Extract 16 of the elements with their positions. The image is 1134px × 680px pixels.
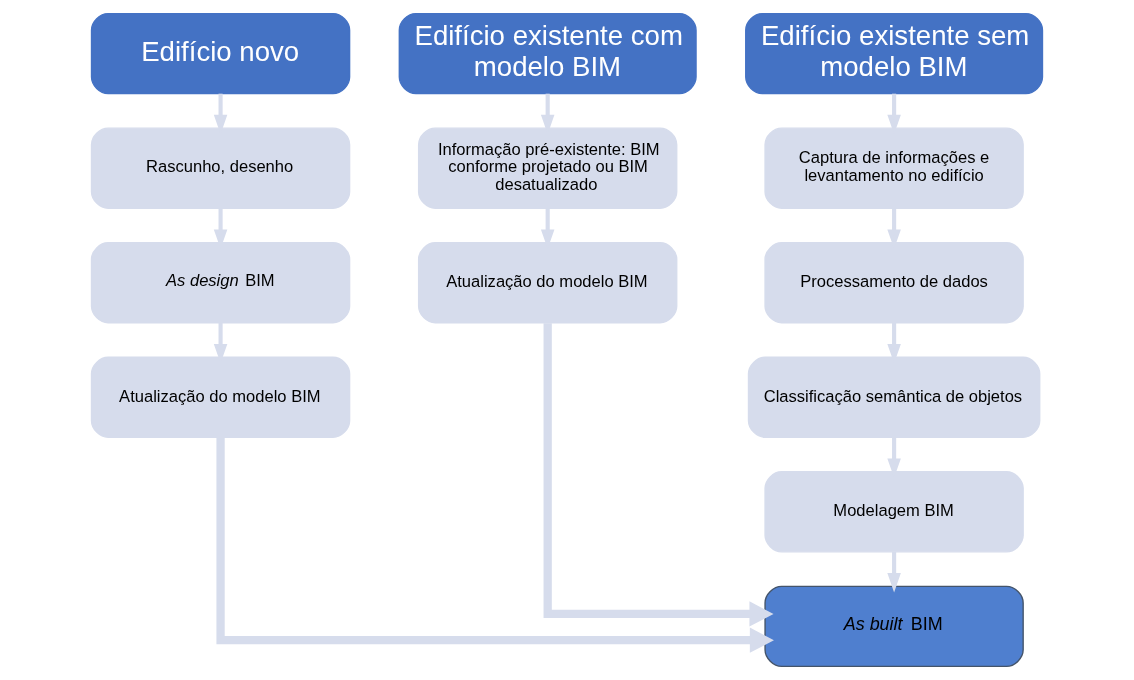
node-box: Rascunho, desenho [90, 127, 351, 209]
node-box: Classificação semântica de objetos [747, 356, 1041, 438]
arrow [543, 323, 774, 627]
node-box: Edifício existente sem modelo BIM [745, 12, 1044, 95]
node-box: Atualização do modelo BIM [417, 242, 678, 324]
node-box: Edifício existente com modelo BIM [398, 12, 697, 95]
node-box: As design BIM [90, 242, 351, 324]
node-box: Informação pré-existente: BIM conforme projetado ou BIM desatualizado [417, 127, 678, 209]
arrow [887, 551, 901, 593]
node-box: Captura de informações e levantamento no edifício [764, 127, 1024, 209]
node-box: As built BIM [764, 585, 1024, 668]
node-box: Modelagem BIM [764, 471, 1024, 553]
node-box: Edifício novo [90, 12, 351, 95]
node-box: Atualização do modelo BIM [90, 356, 351, 438]
node-box: Processamento de dados [764, 242, 1024, 324]
arrow [216, 437, 774, 653]
